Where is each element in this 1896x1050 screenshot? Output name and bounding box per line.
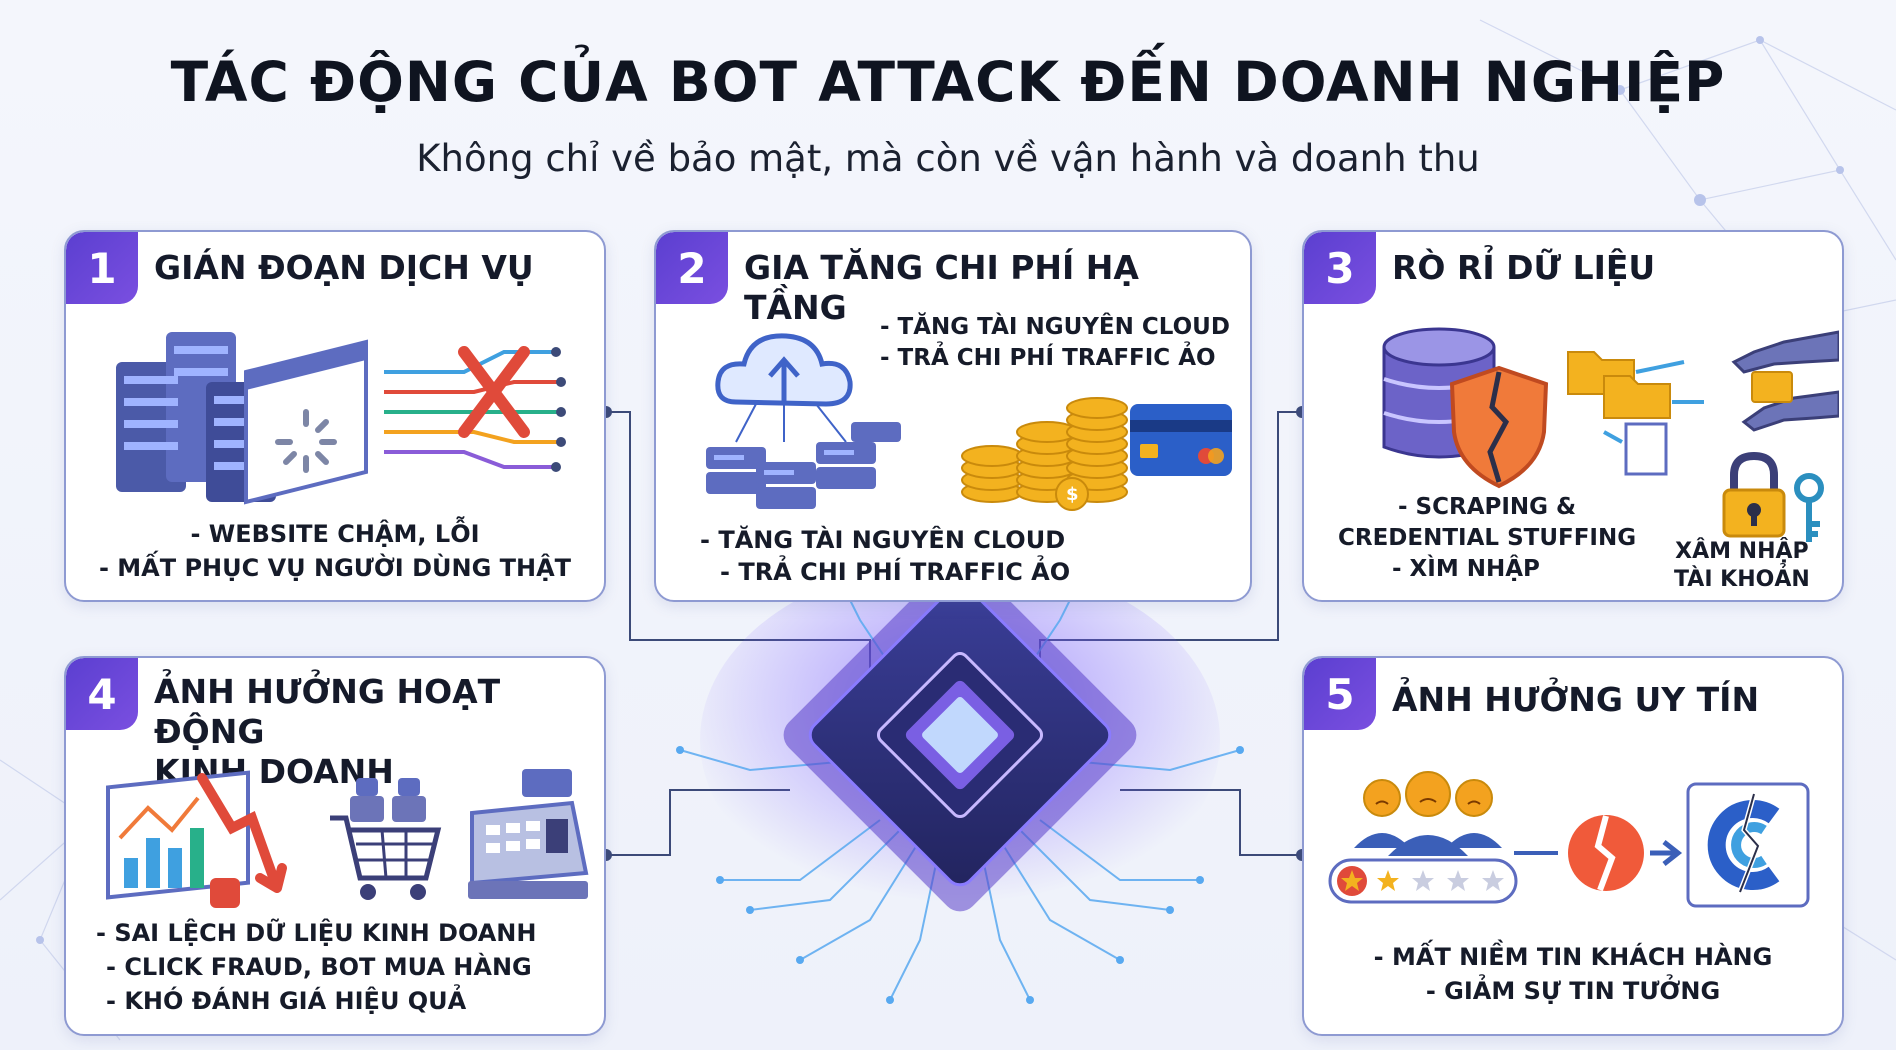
- card-number: 1: [66, 232, 138, 304]
- bullet: - WEBSITE CHẬM, LỖI: [190, 520, 480, 548]
- card-number: 2: [656, 232, 728, 304]
- folder-icon: [1567, 351, 1704, 476]
- blocked-traffic-icon: [384, 346, 566, 472]
- bullet: - TRẢ CHI PHÍ TRAFFIC ẢO: [720, 558, 1071, 586]
- shopping-cart-robot-icon: [330, 778, 442, 900]
- card-title: GIA TĂNG CHI PHÍ HẠ TẦNG: [744, 248, 1139, 327]
- card-title: ẢNH HƯỞNG HOẠT ĐỘNG KINH DOANH: [154, 672, 592, 792]
- coins-icon: $: [961, 397, 1128, 511]
- card-bullets: - MẤT NIỀM TIN KHÁCH HÀNG - GIẢM SỰ TIN …: [1304, 940, 1842, 1008]
- robot-hand-icon: [1731, 330, 1839, 432]
- star-rating-icon: [1328, 858, 1518, 904]
- bullet: TÀI KHOẢN: [1674, 567, 1810, 592]
- bullet: - TĂNG TÀI NGUYÊN CLOUD: [700, 526, 1066, 554]
- cash-register-icon: [468, 769, 589, 899]
- card-number: 4: [66, 658, 138, 730]
- broken-logo-icon: [1686, 782, 1810, 908]
- page-title: TÁC ĐỘNG CỦA BOT ATTACK ĐẾN DOANH NGHIỆP: [170, 50, 1726, 114]
- page-subtitle: Không chỉ về bảo mật, mà còn về vận hành…: [416, 137, 1480, 180]
- bullet: CREDENTIAL STUFFING: [1338, 525, 1637, 551]
- bullet: - MẤT PHỤC VỤ NGƯỜI DÙNG THẬT: [98, 554, 572, 582]
- card-number: 5: [1304, 658, 1376, 730]
- card-reputation-impact: 5 ẢNH HƯỞNG UY TÍN - MẤT NIỀM TIN KHÁC: [1302, 656, 1844, 1036]
- bullet: - TĂNG TÀI NGUYÊN CLOUD: [880, 314, 1230, 340]
- bullet: - SCRAPING &: [1397, 494, 1577, 520]
- broken-shield-icon: [1449, 365, 1549, 489]
- bullet: - SAI LỆCH DỮ LIỆU KINH DOANH: [96, 919, 537, 947]
- card-data-leak: 3 RÒ RỈ DỮ LIỆU: [1302, 230, 1844, 602]
- bullet: - GIẢM SỰ TIN TƯỞNG: [1425, 977, 1721, 1005]
- card-top-bullets: - TĂNG TÀI NGUYÊN CLOUD - TRẢ CHI PHÍ TR…: [880, 312, 1230, 374]
- bullet: - TRẢ CHI PHÍ TRAFFIC ẢO: [880, 345, 1216, 371]
- cloud-upload-icon: [706, 333, 901, 509]
- loading-window-icon: [244, 339, 368, 505]
- card-infrastructure-cost: 2 GIA TĂNG CHI PHÍ HẠ TẦNG - TĂNG TÀI NG…: [654, 230, 1252, 602]
- card-bullets: - SAI LỆCH DỮ LIỆU KINH DOANH - CLICK FR…: [96, 916, 536, 1018]
- card-title-line: ẢNH HƯỞNG HOẠT ĐỘNG: [154, 672, 501, 751]
- bullet: - MẤT NIỀM TIN KHÁCH HÀNG: [1373, 943, 1773, 971]
- bullet: - XÌM NHẬP: [1392, 556, 1540, 582]
- card-bullets: - WEBSITE CHẬM, LỖI - MẤT PHỤC VỤ NGƯỜI …: [66, 517, 604, 585]
- card-number: 3: [1304, 232, 1376, 304]
- card-business-impact: 4 ẢNH HƯỞNG HOẠT ĐỘNG KINH DOANH - SAI L…: [64, 656, 606, 1036]
- card-bullets: - TĂNG TÀI NGUYÊN CLOUD - TRẢ CHI PHÍ TR…: [700, 524, 1070, 588]
- credit-card-icon: [1130, 404, 1232, 476]
- card-title: RÒ RỈ DỮ LIỆU: [1392, 248, 1656, 287]
- cpu-chip-icon: [676, 560, 1244, 1004]
- padlock-icon: [1722, 451, 1786, 538]
- card-side-label: XÂM NHẬP TÀI KHOẢN: [1674, 538, 1810, 594]
- bullet: XÂM NHẬP: [1675, 539, 1809, 564]
- chart-down-icon: [106, 770, 287, 908]
- key-icon: [1794, 473, 1824, 542]
- sad-users-icon: [1354, 771, 1502, 856]
- card-service-disruption: 1 GIÁN ĐOẠN DỊCH VỤ: [64, 230, 606, 602]
- bullet: - CLICK FRAUD, BOT MUA HÀNG: [106, 953, 532, 981]
- broken-heart-icon: [1514, 815, 1683, 892]
- card-title: ẢNH HƯỞNG UY TÍN: [1392, 680, 1760, 719]
- svg-text:$: $: [1066, 484, 1079, 505]
- card-bullets: - SCRAPING & CREDENTIAL STUFFING - XÌM N…: [1338, 492, 1636, 585]
- bullet: - KHÓ ĐÁNH GIÁ HIỆU QUẢ: [106, 987, 467, 1015]
- card-title: GIÁN ĐOẠN DỊCH VỤ: [154, 248, 534, 287]
